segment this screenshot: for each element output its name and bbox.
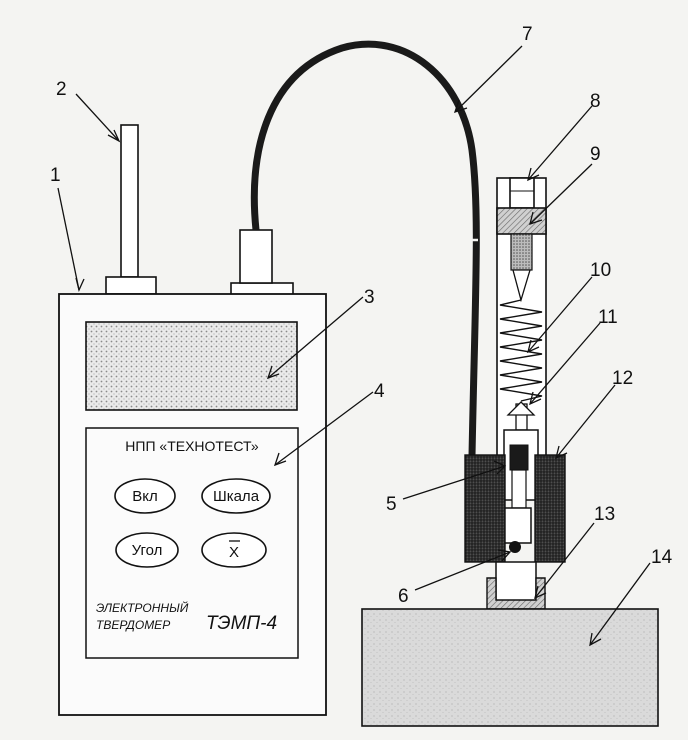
sensor-cable (250, 40, 480, 457)
coil-sleeve-right (534, 454, 566, 563)
callout-11: 11 (598, 307, 618, 328)
callout-7: 7 (522, 24, 533, 45)
release-pin (510, 233, 533, 271)
callout-8: 8 (590, 91, 601, 112)
antenna-base (105, 276, 157, 295)
indenter-ball (509, 541, 521, 553)
display-screen (85, 321, 298, 411)
sensor-lower-tube (495, 561, 537, 603)
callout-2: 2 (56, 79, 67, 100)
product-name-line1: ЭЛЕКТРОННЫЙ (96, 599, 189, 615)
coil-sleeve-left (464, 454, 506, 563)
magnet (509, 444, 529, 471)
leader-lines (57, 45, 651, 647)
angle-button-label: Угол (132, 542, 163, 559)
callout-5: 5 (386, 494, 397, 515)
sensor-cap (509, 177, 535, 209)
product-name-line2: ТВЕРДОМЕР (96, 618, 170, 632)
callout-6: 6 (398, 586, 409, 607)
callout-3: 3 (364, 287, 375, 308)
callout-1: 1 (50, 165, 61, 186)
mean-button-label: X (229, 544, 239, 561)
scale-button[interactable]: Шкала (201, 478, 271, 514)
mean-button[interactable]: X (201, 532, 267, 568)
spring (499, 299, 543, 402)
callout-4: 4 (374, 381, 385, 402)
test-specimen (361, 608, 659, 727)
electronic-unit: НПП «ТЕХНОТЕСТ» Вкл Шкала Угол X ЭЛЕКТРО… (58, 124, 327, 716)
trigger-cone (512, 269, 531, 303)
scale-button-label: Шкала (213, 488, 260, 505)
plunger-arrow (506, 401, 536, 416)
callout-13: 13 (594, 504, 615, 525)
maker-label: НПП «ТЕХНОТЕСТ» (125, 438, 259, 454)
callout-14: 14 (651, 547, 673, 568)
callout-10: 10 (590, 260, 611, 281)
impact-body-inner (511, 469, 527, 509)
power-button[interactable]: Вкл (114, 478, 176, 514)
callout-9: 9 (590, 144, 601, 165)
angle-button[interactable]: Угол (115, 532, 179, 568)
antenna-rod (120, 124, 139, 278)
model-name: ТЭМП-4 (206, 613, 277, 634)
cable-connector (239, 229, 273, 284)
impact-sensor (464, 177, 566, 610)
callout-12: 12 (612, 368, 633, 389)
indenter-holder (501, 507, 532, 544)
power-button-label: Вкл (132, 488, 158, 505)
callout-numbers: 1 2 3 4 5 6 7 8 9 10 11 12 13 14 (50, 24, 673, 607)
